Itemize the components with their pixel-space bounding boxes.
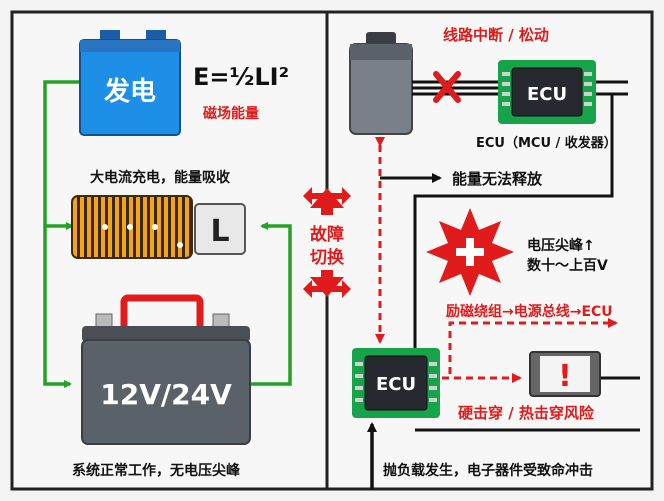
alternator-unit [349, 32, 413, 135]
surge-path-label: 励磁绕组→电源总线→ECU [446, 303, 613, 320]
switch-label-bg [303, 213, 351, 275]
ecu-top-label: ECU [527, 84, 567, 105]
damage-label: 硬击穿 / 热击穿风险 [458, 404, 595, 422]
inductor-box [194, 203, 246, 255]
ecu-bottom-chip [352, 348, 440, 418]
inductor-label: L [210, 214, 229, 249]
left-bottom-caption: 系统正常工作，无电压尖峰 [72, 462, 241, 479]
power-bus-wires [412, 80, 640, 432]
ecu-top-chip [498, 60, 596, 124]
right-bottom-caption: 抛负载发生，电子器件受致命冲击 [383, 462, 593, 479]
green-current-loop [43, 80, 292, 388]
energy-formula: E=½LI² [193, 63, 289, 91]
coil-caption: 大电流充电，能量吸收 [90, 169, 231, 186]
break-cross-icon [433, 71, 461, 103]
spike-line-2: 数十～上百V [527, 257, 608, 274]
excitation-coil [71, 195, 193, 259]
switch-label-2: 切换 [310, 247, 345, 268]
generator-block [79, 30, 181, 136]
energy-note: 能量无法释放 [452, 170, 543, 188]
battery [81, 294, 251, 445]
generator-label: 发电 [103, 76, 156, 107]
spike-line-1: 电压尖峰↑ [527, 237, 595, 254]
warning-icon: ! [558, 359, 572, 394]
ecu-bottom-label: ECU [376, 374, 416, 395]
warning-box [529, 351, 601, 397]
fault-switch-arrows [303, 187, 351, 298]
fault-title: 线路中断 / 松动 [443, 26, 549, 44]
switch-label-1: 故障 [310, 224, 344, 245]
formula-note: 磁场能量 [203, 105, 259, 122]
ecu-caption: ECU（MCU / 收发器） [476, 135, 617, 151]
battery-voltage: 12V/24V [100, 378, 232, 411]
